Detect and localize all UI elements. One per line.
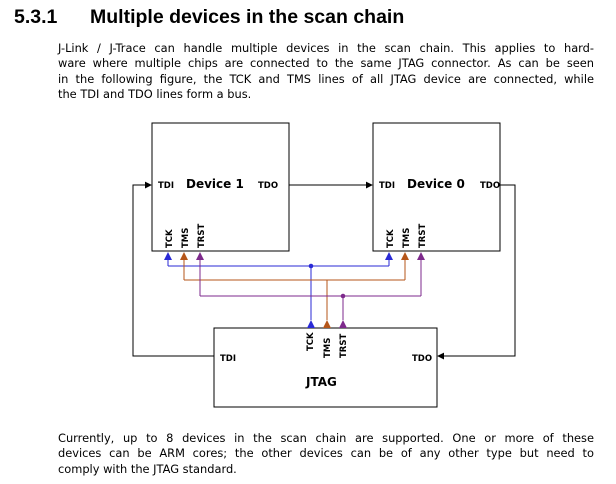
intro-paragraph: J-Link / J-Trace can handle multiple dev… — [58, 41, 594, 102]
section-heading: 5.3.1 Multiple devices in the scan chain — [14, 6, 404, 29]
section-title: Multiple devices in the scan chain — [90, 6, 405, 28]
jtag-tdi-label: TDI — [220, 354, 236, 364]
tms-device-0-arrow — [401, 252, 409, 260]
device-1: TDI Device 1 TDO TCK TMS TRST — [151, 122, 290, 252]
device-0-trst-label: TRST — [418, 224, 428, 248]
device-1-tms-label: TMS — [181, 228, 191, 248]
device-1-tdi-label: TDI — [158, 181, 174, 191]
trst-device-0-arrow — [417, 252, 425, 260]
device-0-name: Device 0 — [407, 177, 465, 191]
intro-line: the TDI and TDO lines form a bus. — [58, 86, 252, 101]
device-0-box — [372, 122, 501, 252]
tms-device-1-arrow — [180, 252, 188, 260]
signal-lines — [164, 252, 425, 328]
trst-junction-dot — [340, 293, 346, 299]
bus-device0-to-jtag — [437, 184, 516, 360]
intro-line: J-Link / J-Trace can handle multiple dev… — [58, 41, 594, 55]
device-1-name: Device 1 — [186, 177, 244, 191]
intro-line: ware where multiple chips are connected … — [58, 56, 594, 71]
device-0-tdo-label: TDO — [480, 181, 500, 191]
jtag-trst-label: TRST — [339, 334, 349, 358]
device-1-tdo-label: TDO — [258, 181, 278, 191]
tms-jtag-arrow — [323, 320, 331, 328]
jtag-name: JTAG — [305, 375, 337, 389]
tck-device-0-arrow — [385, 252, 393, 260]
closing-line: Currently, up to 8 devices in the scan c… — [58, 431, 594, 445]
device-1-box — [151, 122, 290, 252]
jtag-tms-label: TMS — [323, 338, 333, 358]
tck-jtag-arrow — [307, 320, 315, 328]
device-1-trst-label: TRST — [197, 224, 207, 248]
tdi-tdo-bus — [132, 181, 516, 360]
jtag-box — [213, 327, 438, 408]
section-number: 5.3.1 — [14, 6, 58, 28]
trst-device-1-arrow — [196, 252, 204, 260]
trst-jtag-arrow — [339, 320, 347, 328]
tck-junction-dot — [308, 263, 314, 269]
tck-device-1-arrow — [164, 252, 172, 260]
bus-jtag-to-device1 — [132, 181, 214, 357]
jtag-tck-label: TCK — [306, 332, 316, 351]
closing-paragraph: Currently, up to 8 devices in the scan c… — [58, 431, 594, 477]
intro-line: in the following figure, the TCK and TMS… — [58, 71, 594, 86]
device-0-tck-label: TCK — [386, 229, 396, 248]
device-0-tms-label: TMS — [402, 228, 412, 248]
closing-line: comply with the JTAG standard. — [58, 461, 237, 476]
jtag-connector: TDI TDO JTAG TCK TMS TRST — [213, 327, 438, 408]
closing-line: devices can be ARM cores; the other devi… — [58, 446, 594, 461]
device-0-tdi-label: TDI — [379, 181, 395, 191]
jtag-tdo-label: TDO — [412, 354, 432, 364]
device-0: TDI Device 0 TDO TCK TMS TRST — [372, 122, 501, 252]
device-1-tck-label: TCK — [165, 229, 175, 248]
